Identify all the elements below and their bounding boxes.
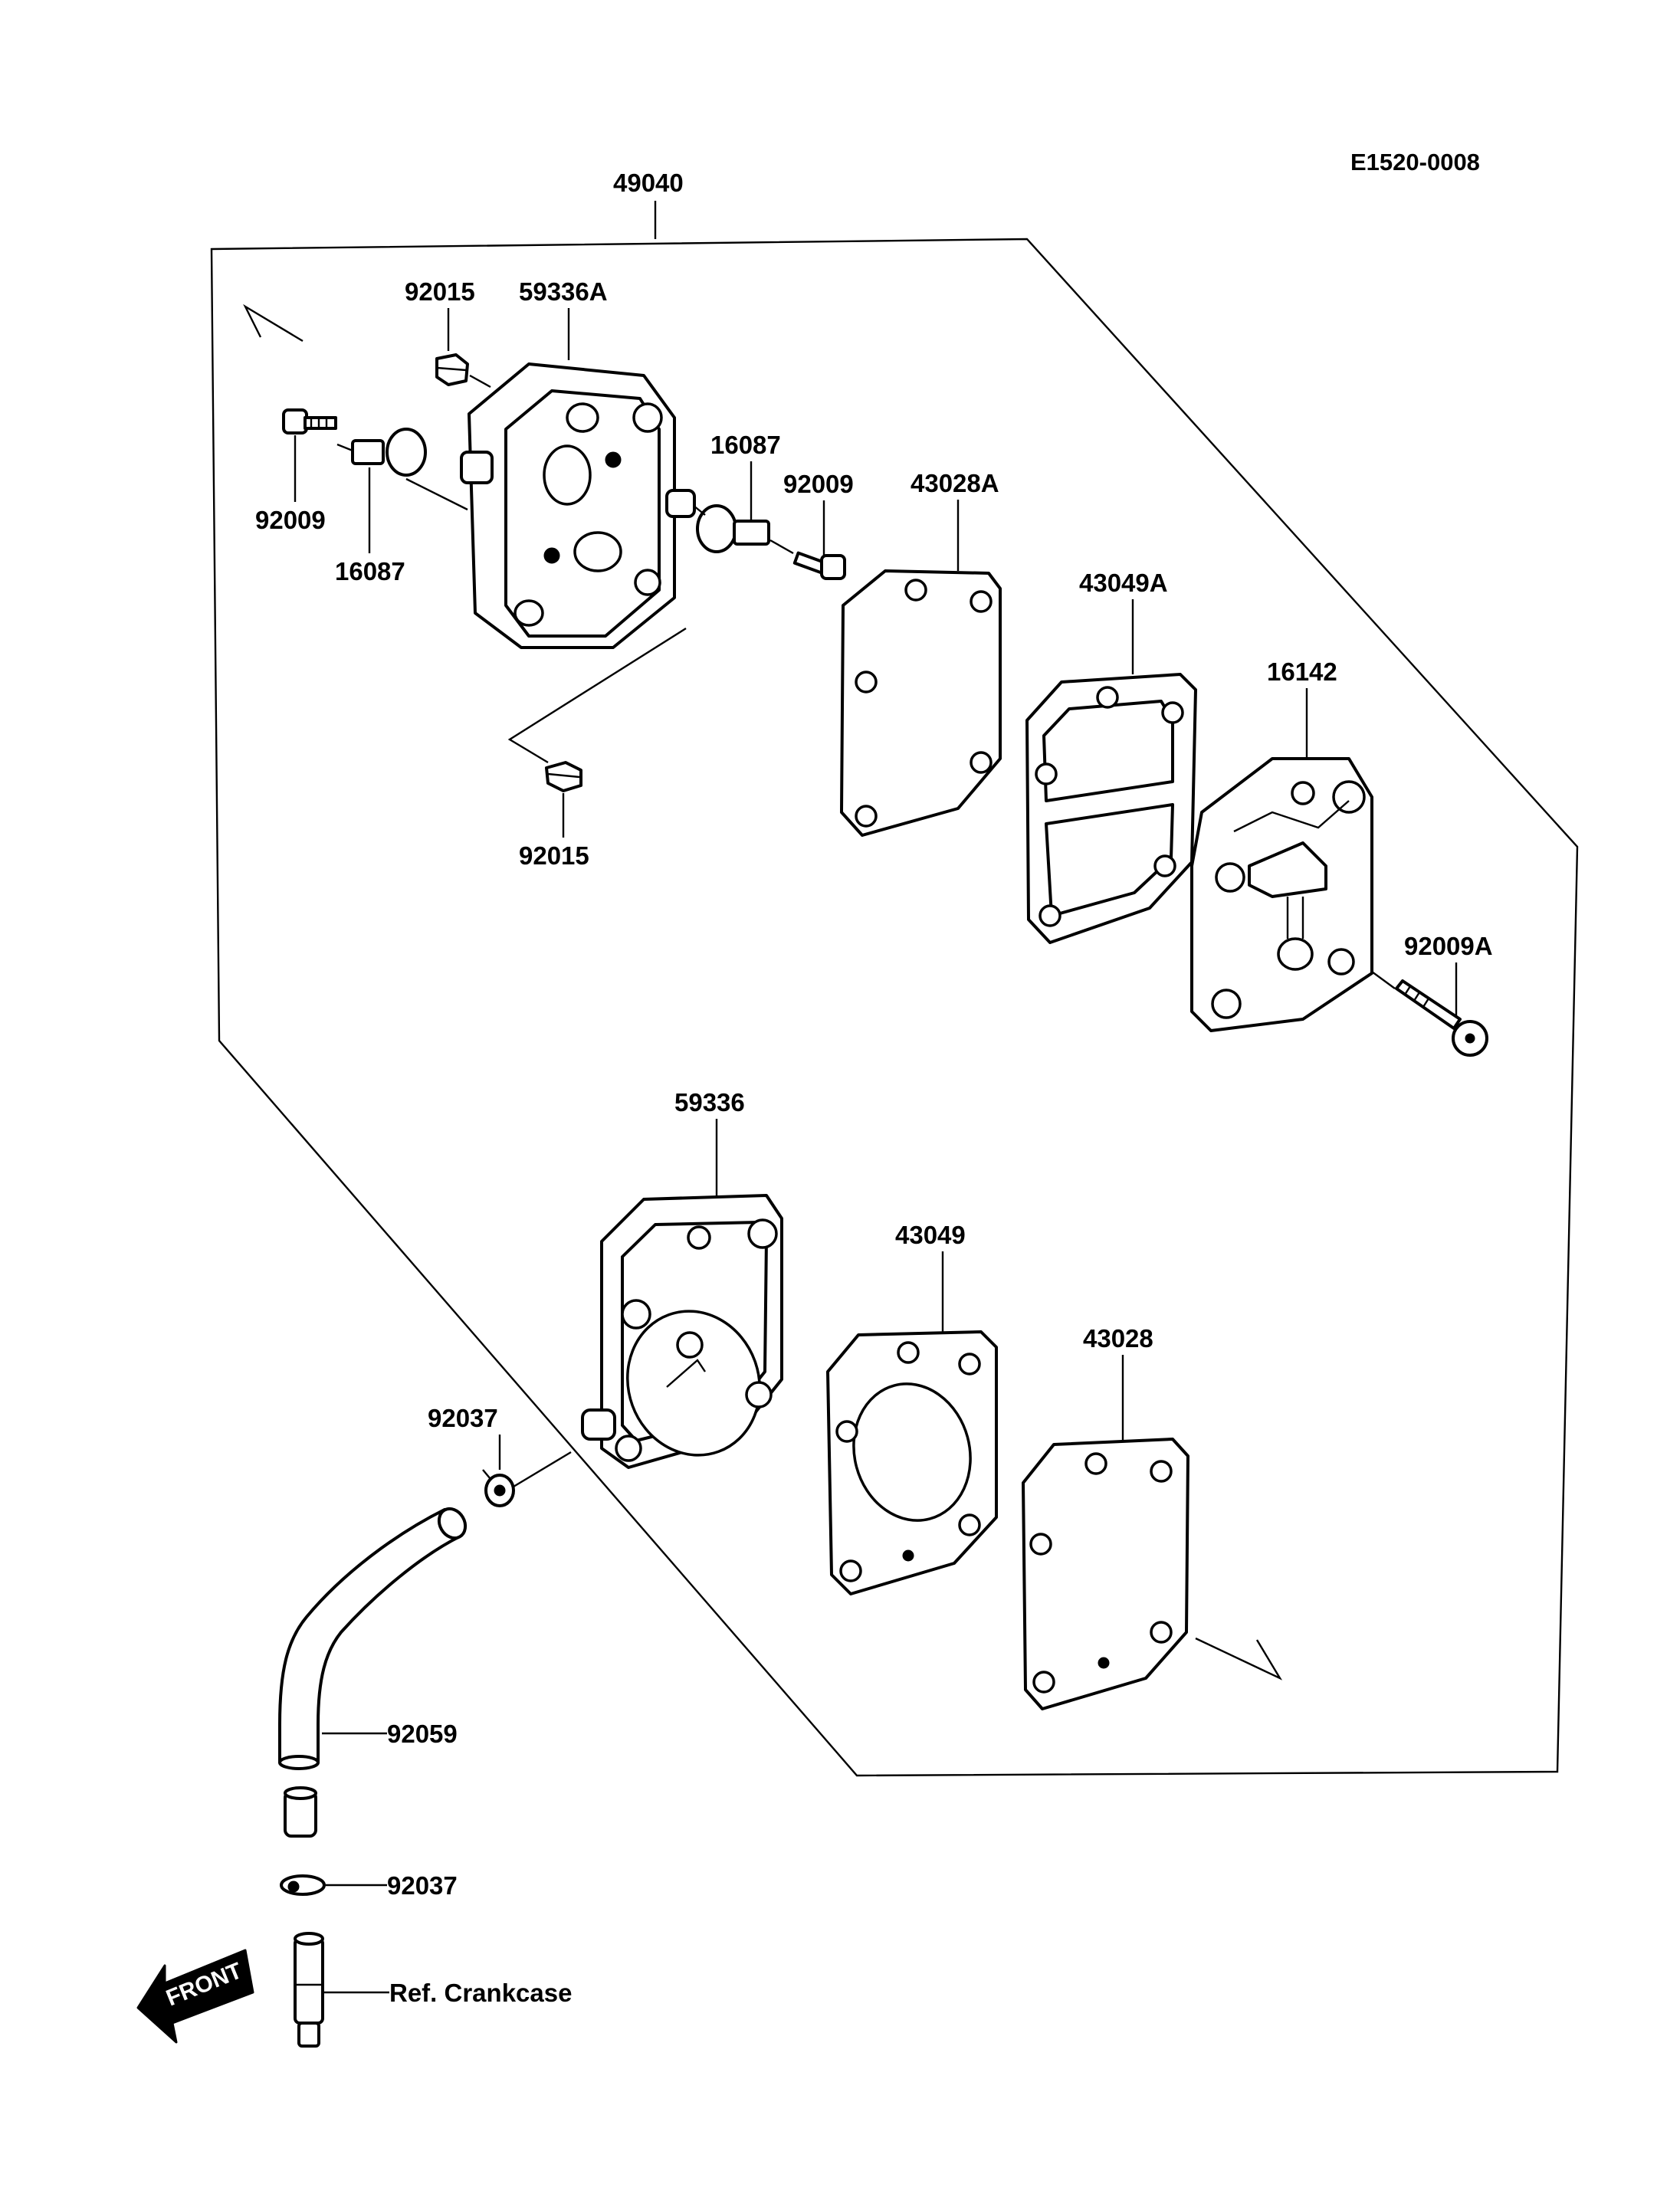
front-arrow: FRONT xyxy=(136,1949,254,2044)
nut-bottom xyxy=(545,761,582,792)
label-gasket-a: 43028A xyxy=(911,469,999,497)
label-bolt-left: 92009 xyxy=(255,506,326,534)
leader-nut-bottom-to-cover xyxy=(507,627,687,764)
assembly-label: 49040 xyxy=(613,169,684,197)
bolt-right xyxy=(792,551,846,580)
leader-bolt-right-to-valve xyxy=(769,539,794,555)
direction-mark-bottom xyxy=(1195,1637,1283,1681)
hose-connector xyxy=(284,1786,317,1838)
diaphragm-a xyxy=(1025,673,1197,944)
leader-bolt-long-to-body xyxy=(1371,971,1396,989)
clip-lower xyxy=(280,1874,326,1896)
label-valve-left: 16087 xyxy=(335,557,405,585)
direction-mark-top xyxy=(243,303,304,343)
gasket xyxy=(1022,1438,1189,1710)
pump-cover xyxy=(581,1194,783,1469)
leader-bolt-left-to-valve xyxy=(336,443,353,452)
leader-clip-upper-to-cover xyxy=(513,1451,572,1488)
label-bolt-long: 92009A xyxy=(1404,932,1493,960)
label-clip-upper: 92037 xyxy=(428,1404,498,1432)
label-crankcase-ref: Ref. Crankcase xyxy=(389,1979,572,2007)
crankcase-fitting xyxy=(294,1932,324,2048)
pump-cover-a xyxy=(460,362,696,649)
label-bolt-right: 92009 xyxy=(783,470,854,498)
label-diaphragm-a: 43049A xyxy=(1079,569,1168,597)
label-valve-right: 16087 xyxy=(710,431,781,459)
hose xyxy=(278,1507,468,1770)
label-diaphragm: 43049 xyxy=(895,1221,966,1249)
nut-top xyxy=(435,353,469,386)
label-clip-lower: 92037 xyxy=(387,1871,458,1900)
leader-valve-right-to-cover xyxy=(693,505,706,516)
label-pump-body: 16142 xyxy=(1267,657,1337,686)
leader-nut-top-to-cover xyxy=(469,374,491,389)
label-pump-cover: 59336 xyxy=(674,1088,745,1117)
document-code: E1520-0008 xyxy=(1350,149,1480,175)
bolt-left xyxy=(282,408,337,434)
valve-right xyxy=(696,504,770,553)
label-nut-top: 92015 xyxy=(405,277,475,306)
gasket-a xyxy=(840,569,1002,837)
label-nut-bottom: 92015 xyxy=(519,841,589,870)
leader-valve-left-to-cover xyxy=(405,477,468,511)
pump-body xyxy=(1190,757,1373,1032)
assembly-outline xyxy=(210,238,1579,1777)
valve-left xyxy=(351,428,427,477)
clip-upper xyxy=(482,1469,515,1507)
label-gasket: 43028 xyxy=(1083,1324,1153,1353)
diaphragm xyxy=(826,1330,998,1595)
bolt-long xyxy=(1395,979,1488,1057)
label-pump-cover-a: 59336A xyxy=(519,277,608,306)
label-hose: 92059 xyxy=(387,1720,458,1748)
